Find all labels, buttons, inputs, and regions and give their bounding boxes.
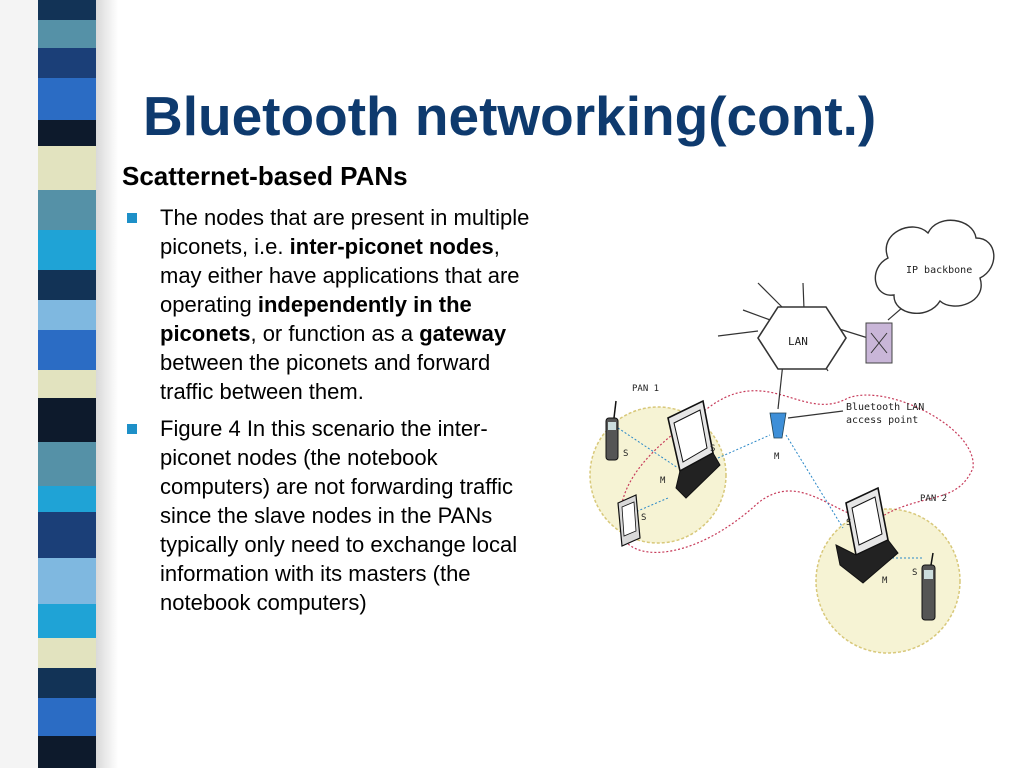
access-point-label-2: access point [846, 415, 918, 426]
bullet-item: The nodes that are present in multiple p… [122, 203, 532, 406]
lan-hexagon [757, 306, 847, 370]
pan2-label: PAN 2 [920, 494, 947, 504]
slave-label: S [623, 449, 628, 459]
router-icon [865, 322, 893, 364]
access-point-m-label: M [774, 452, 780, 462]
mobile-phone-icon [921, 552, 936, 621]
access-point-icon [769, 412, 787, 439]
slave-label: S [912, 568, 917, 578]
pan1-label: PAN 1 [632, 384, 659, 394]
ip-backbone-cloud: IP backbone [874, 219, 995, 315]
lan-label: LAN [788, 335, 808, 348]
slave-label: S [641, 513, 646, 523]
access-point-label-1: Bluetooth LAN [846, 402, 924, 413]
square-bullet-icon [127, 213, 137, 223]
square-bullet-icon [127, 424, 137, 434]
pda-icon [617, 494, 641, 547]
ip-backbone-label: IP backbone [906, 265, 972, 276]
slave-label: S [710, 444, 715, 454]
bullet-item: Figure 4 In this scenario the inter-pico… [122, 414, 532, 617]
scatternet-diagram: LAN IP backbone M Bluetooth LAN access p… [589, 219, 995, 654]
master-label: M [882, 576, 888, 586]
scatternet-boundary [619, 390, 974, 553]
master-label: M [660, 476, 666, 486]
mobile-phone-icon [605, 400, 619, 461]
bullet-list: The nodes that are present in multiple p… [122, 203, 532, 625]
notebook-computer-icon [835, 486, 899, 584]
decorative-stripe [0, 0, 118, 768]
slide-title: Bluetooth networking(cont.) [143, 85, 877, 147]
pan2-circle [815, 508, 961, 654]
slide-subtitle: Scatternet-based PANs [122, 161, 408, 191]
slave-label: S [846, 518, 851, 528]
notebook-computer-icon [667, 399, 721, 499]
